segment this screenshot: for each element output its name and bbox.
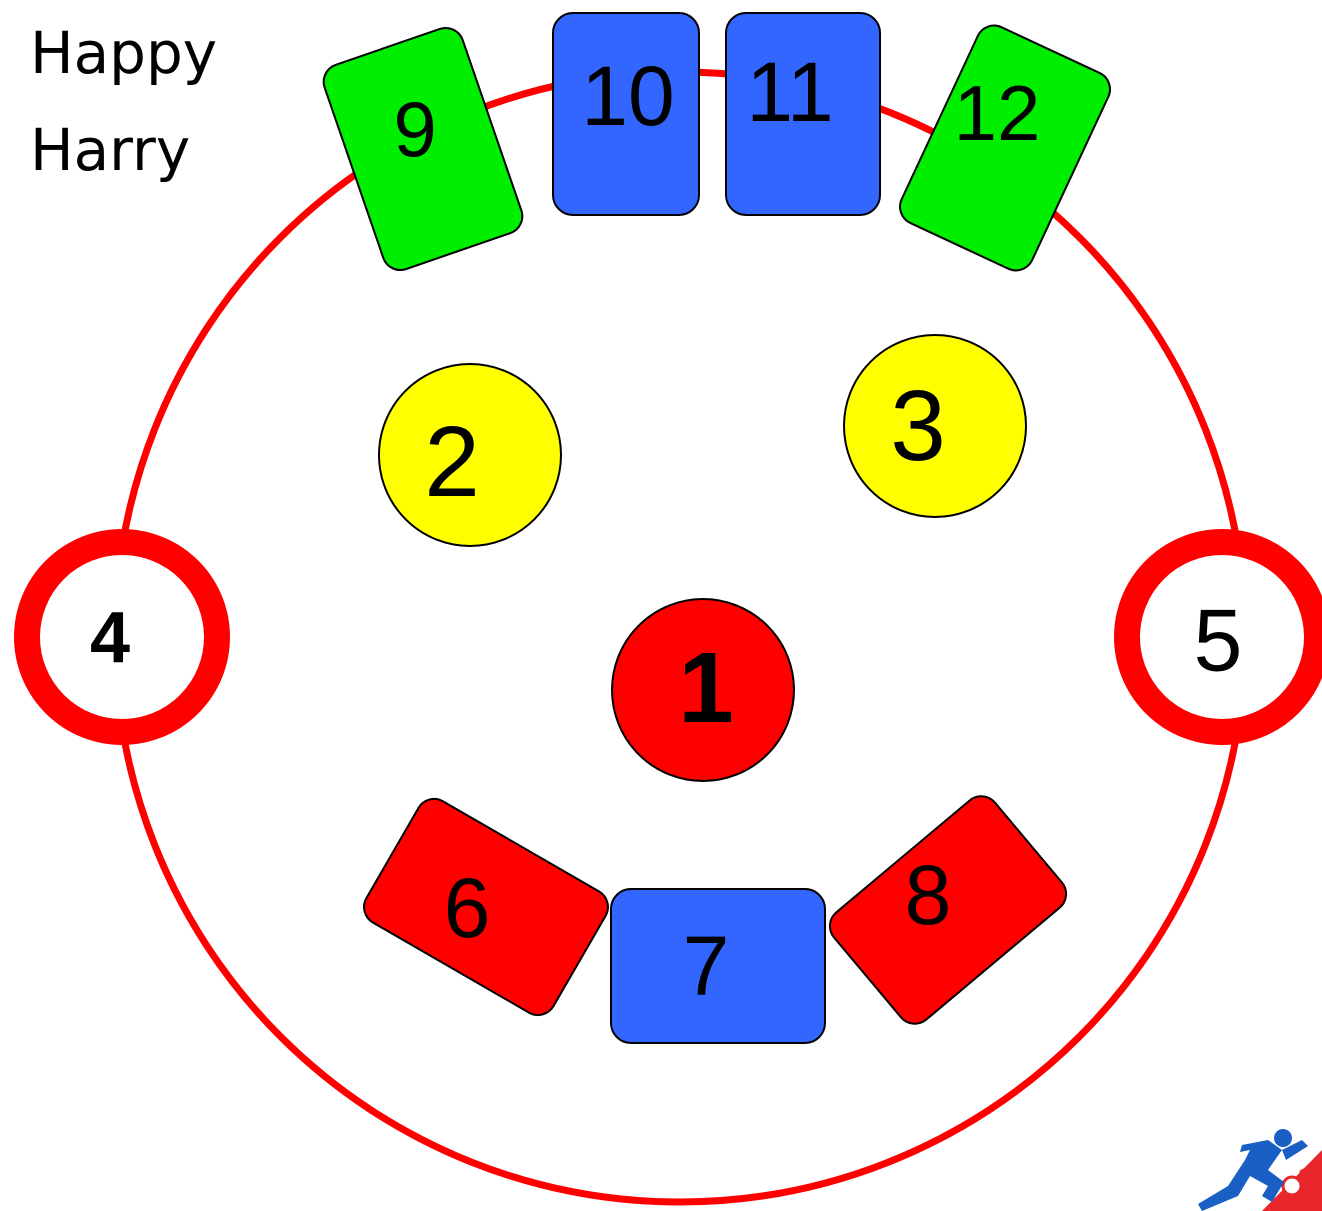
title-line-1: Happy <box>30 19 217 87</box>
marker-3-label: 3 <box>890 370 946 482</box>
marker-9-label: 9 <box>393 85 436 173</box>
marker-2: 2 <box>378 363 562 547</box>
marker-8-label: 8 <box>905 848 952 942</box>
marker-1-label: 1 <box>678 632 734 744</box>
marker-5-label: 5 <box>1194 591 1243 690</box>
marker-1: 1 <box>611 598 795 782</box>
title-line-2: Harry <box>30 116 190 184</box>
marker-11-label: 11 <box>746 45 833 139</box>
marker-10: 10 <box>552 12 700 216</box>
marker-12: 12 <box>899 24 1111 272</box>
marker-5: 5 <box>1114 529 1322 745</box>
marker-6: 6 <box>363 797 609 1017</box>
marker-10-label: 10 <box>581 49 674 143</box>
marker-3: 3 <box>843 334 1027 518</box>
marker-6-label: 6 <box>444 861 491 955</box>
marker-7: 7 <box>610 888 826 1044</box>
marker-12-label: 12 <box>954 69 1041 157</box>
marker-2-label: 2 <box>424 406 480 518</box>
marker-7-label: 7 <box>683 919 730 1013</box>
marker-4: 4 <box>14 529 230 745</box>
marker-4-label: 4 <box>90 598 130 678</box>
marker-11: 11 <box>725 12 881 216</box>
marker-9: 9 <box>322 26 524 272</box>
marker-8: 8 <box>828 795 1068 1025</box>
running-figure-logo-icon <box>1198 1129 1322 1211</box>
